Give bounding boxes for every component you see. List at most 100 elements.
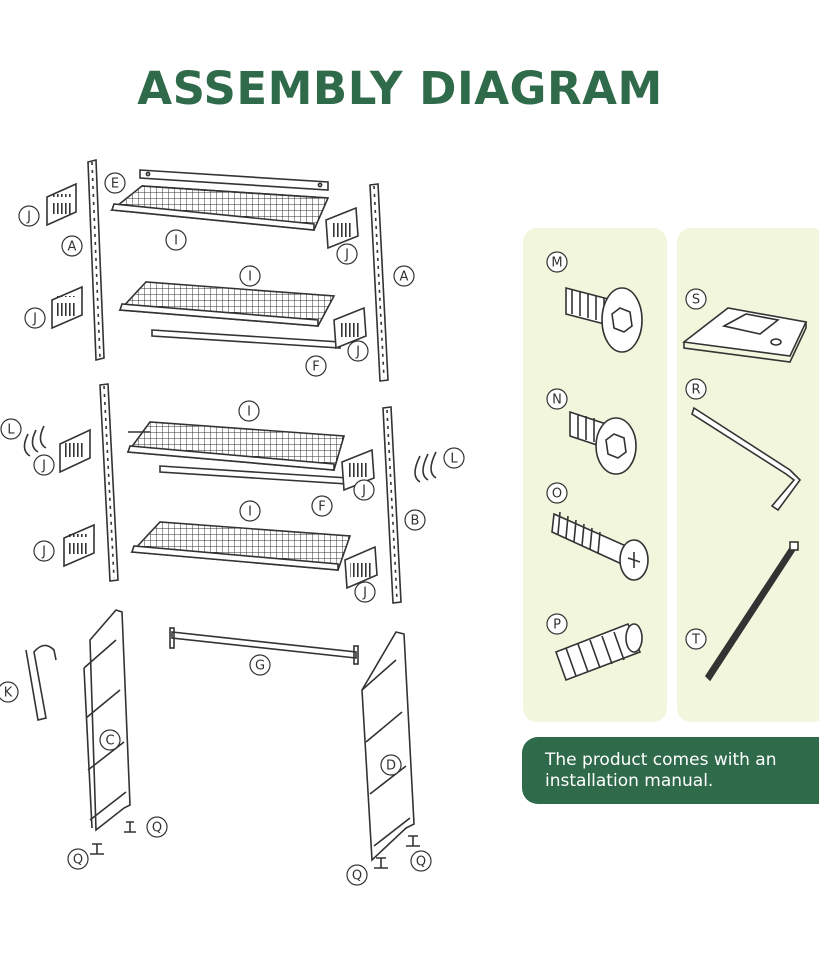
label-N: N <box>546 388 568 410</box>
bracket-J-2 <box>325 206 359 250</box>
shelf-I-3 <box>126 421 346 471</box>
label-J: J <box>354 581 376 603</box>
base-frame-D <box>361 631 415 862</box>
label-B: B <box>404 509 426 531</box>
svg-text:I: I <box>248 505 252 520</box>
svg-text:I: I <box>247 405 251 420</box>
manual-note-banner: The product comes with an installation m… <box>522 737 819 804</box>
label-I: I <box>238 400 260 422</box>
svg-text:E: E <box>111 177 119 192</box>
svg-text:A: A <box>68 240 77 255</box>
upright-post-A-left <box>87 158 105 362</box>
svg-text:T: T <box>691 633 700 648</box>
svg-text:L: L <box>450 452 458 467</box>
svg-text:S: S <box>692 293 700 308</box>
bracket-J-1 <box>46 182 77 227</box>
svg-text:C: C <box>105 734 114 749</box>
label-I: I <box>239 265 261 287</box>
foot-plate-S <box>681 307 808 363</box>
hooks-L-left <box>23 425 47 457</box>
svg-text:N: N <box>552 393 562 408</box>
svg-text:L: L <box>7 423 15 438</box>
label-D: D <box>380 754 402 776</box>
rail-E <box>139 169 329 191</box>
label-L: L <box>443 447 465 469</box>
label-J: J <box>24 307 46 329</box>
feet-Q <box>90 821 420 869</box>
label-Q: Q <box>146 816 168 838</box>
screw-N <box>569 410 637 475</box>
hooks-L-right <box>414 451 437 483</box>
svg-text:J: J <box>355 345 360 360</box>
label-O: O <box>546 482 568 504</box>
bracket-J-8 <box>344 545 378 590</box>
hook-K <box>25 644 57 721</box>
bracket-J-5 <box>59 428 91 474</box>
screw-O <box>551 511 649 581</box>
bracket-J-7 <box>63 523 95 568</box>
label-Q: Q <box>67 848 89 870</box>
label-J: J <box>353 479 375 501</box>
svg-text:Q: Q <box>73 853 83 868</box>
label-I: I <box>165 229 187 251</box>
label-F: F <box>305 355 327 377</box>
base-frame-C <box>83 609 131 832</box>
svg-text:Q: Q <box>416 855 426 870</box>
crossbar-G <box>169 627 359 665</box>
svg-text:J: J <box>361 484 366 499</box>
label-J: J <box>336 243 358 265</box>
upright-post-B-left <box>99 383 119 582</box>
shelf-I-2 <box>118 281 336 327</box>
rail-F-1 <box>151 329 341 349</box>
hex-key-R <box>691 406 802 512</box>
label-I: I <box>239 500 261 522</box>
upright-post-A-right <box>369 183 389 382</box>
shelf-I-4 <box>130 521 352 571</box>
label-Q: Q <box>346 864 368 886</box>
svg-text:M: M <box>551 256 562 271</box>
svg-text:K: K <box>4 686 13 701</box>
label-A: A <box>61 235 83 257</box>
label-Q: Q <box>410 850 432 872</box>
label-R: R <box>685 378 707 400</box>
svg-text:J: J <box>32 312 37 327</box>
svg-text:J: J <box>344 248 349 263</box>
bracket-J-3 <box>51 285 83 330</box>
bracket-J-4 <box>333 306 367 350</box>
svg-text:J: J <box>41 545 46 560</box>
svg-text:A: A <box>400 270 409 285</box>
svg-text:I: I <box>248 270 252 285</box>
svg-text:R: R <box>691 383 700 398</box>
label-G: G <box>249 654 271 676</box>
svg-text:J: J <box>41 459 46 474</box>
screw-M <box>565 286 643 353</box>
label-E: E <box>104 172 126 194</box>
svg-text:F: F <box>312 360 319 375</box>
label-J: J <box>347 340 369 362</box>
svg-text:F: F <box>318 500 325 515</box>
page-title: ASSEMBLY DIAGRAM <box>137 62 663 115</box>
label-L: L <box>0 418 22 440</box>
label-J: J <box>33 454 55 476</box>
svg-text:G: G <box>255 659 265 674</box>
label-M: M <box>546 251 568 273</box>
svg-text:J: J <box>26 210 31 225</box>
label-C: C <box>99 729 121 751</box>
svg-text:O: O <box>552 487 562 502</box>
label-F: F <box>311 495 333 517</box>
cable-tie-T <box>704 541 799 682</box>
upright-post-B-right <box>382 406 402 604</box>
svg-text:I: I <box>174 234 178 249</box>
label-A: A <box>393 265 415 287</box>
label-J: J <box>33 540 55 562</box>
svg-text:B: B <box>411 514 420 529</box>
label-T: T <box>685 628 707 650</box>
svg-text:Q: Q <box>152 821 162 836</box>
foot-insert-P <box>554 622 643 682</box>
label-S: S <box>685 288 707 310</box>
shelf-I-1 <box>109 185 330 231</box>
svg-text:D: D <box>386 759 396 774</box>
label-J: J <box>18 205 40 227</box>
